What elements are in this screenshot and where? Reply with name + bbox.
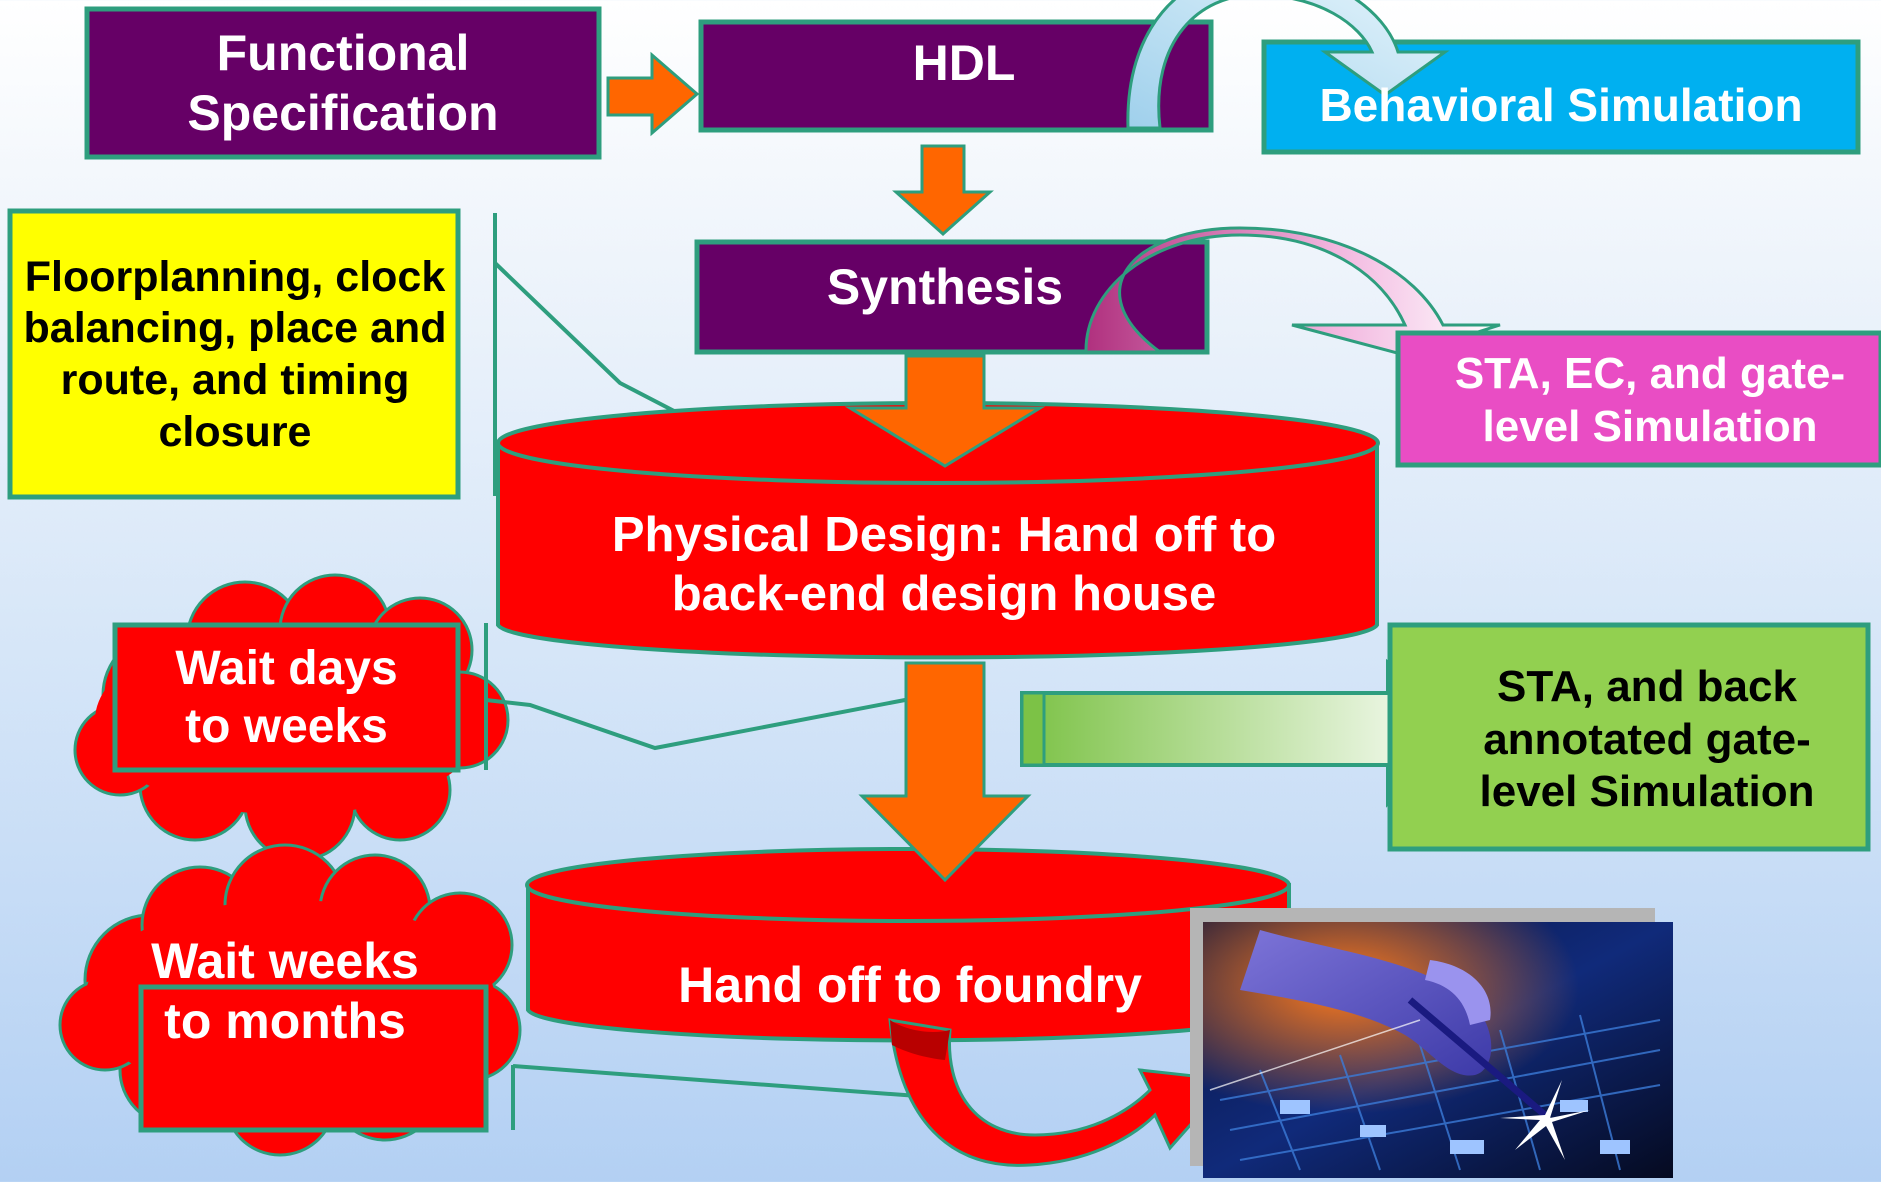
- wait-days-pointer: [485, 698, 906, 751]
- wait-weeks-pointer: [512, 1064, 946, 1100]
- curved-arrow-synthesis-to-sta: [1084, 226, 1501, 357]
- wait-days-box: [112, 622, 461, 773]
- synthesis-label: Synthesis: [826, 259, 1064, 315]
- floorplanning-callout: [7, 208, 461, 500]
- behavioral-sim-box: [1261, 39, 1861, 155]
- arrow-physical-to-foundry: [858, 661, 1032, 883]
- wait-weeks-label: Wait weeks to months: [151, 933, 419, 1049]
- foundry-cylinder-top: [525, 847, 1291, 923]
- floorplanning-label: Floorplanning, clock balancing, place an…: [23, 252, 447, 456]
- sta-ec-box: [1395, 330, 1881, 468]
- wait-days-label: Wait days to weeks: [175, 642, 398, 753]
- hdl-label: HDL: [912, 35, 1016, 91]
- foundry-label: Hand off to foundry: [678, 957, 1142, 1013]
- arrow-spec-to-hdl: [606, 51, 700, 137]
- sta-ec-label: STA, EC, and gate-level Simulation: [1454, 348, 1846, 451]
- curved-arrow-hdl-to-behavioral: [1126, 0, 1450, 130]
- behavioral-sim-label: Behavioral Simulation: [1319, 79, 1803, 132]
- wait-weeks-box: [138, 984, 489, 1133]
- hdl-box: [698, 19, 1214, 133]
- functional-spec-label: Functional Specification: [187, 25, 499, 141]
- arrow-to-sta-back-tail: [1020, 691, 1046, 767]
- physical-design-cylinder: [496, 441, 1379, 660]
- sta-back-label: STA, and back annotated gate-level Simul…: [1479, 661, 1815, 817]
- arrow-hdl-to-synthesis: [892, 144, 994, 237]
- functional-spec-box: [84, 6, 602, 160]
- circuit-board-photo: [1190, 908, 1673, 1178]
- arrow-synthesis-to-physical: [844, 354, 1046, 468]
- sta-back-box: [1387, 622, 1871, 852]
- physical-design-label: Physical Design: Hand off to back-end de…: [611, 508, 1277, 621]
